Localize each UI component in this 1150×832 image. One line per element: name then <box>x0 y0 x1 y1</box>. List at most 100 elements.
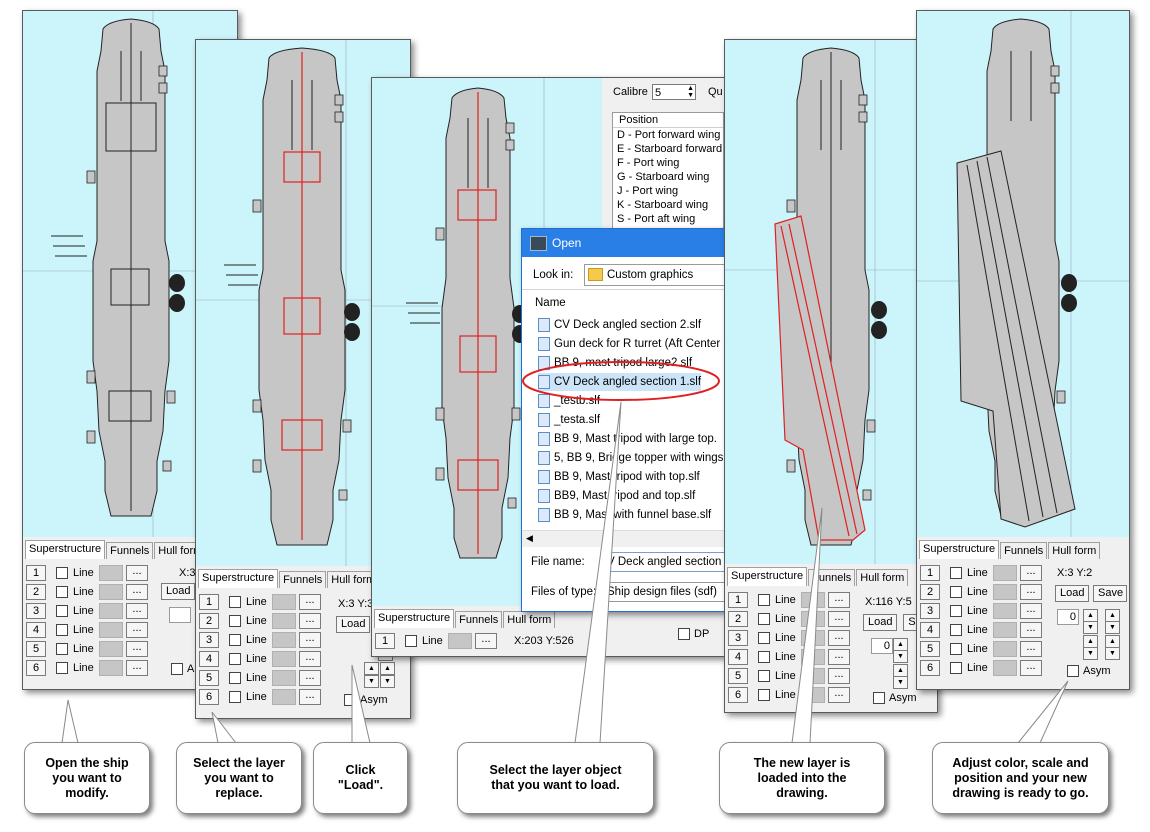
browse-button[interactable]: ... <box>1020 660 1042 676</box>
color-swatch[interactable] <box>993 622 1017 638</box>
color-swatch[interactable] <box>272 613 296 629</box>
file-list[interactable]: Name CV Deck angled section 2.slf Gun de… <box>522 289 724 550</box>
layer-button[interactable]: 5 <box>920 641 940 657</box>
browse-button[interactable]: ... <box>126 565 148 581</box>
line-checkbox[interactable] <box>758 594 770 606</box>
line-checkbox[interactable] <box>56 624 68 636</box>
line-checkbox[interactable] <box>229 691 241 703</box>
layer-button[interactable]: 6 <box>199 689 219 705</box>
tab-hull-form[interactable]: Hull form <box>856 569 909 586</box>
line-checkbox[interactable] <box>56 586 68 598</box>
layer-button[interactable]: 5 <box>728 668 748 684</box>
offset-field[interactable] <box>169 607 191 623</box>
position-list[interactable]: Position D - Port forward wing E - Starb… <box>612 112 724 232</box>
dp-checkbox[interactable] <box>678 628 690 641</box>
layer-button[interactable]: 4 <box>920 622 940 638</box>
file-item[interactable]: BB 9, Mast tripod with top.slf <box>538 468 700 486</box>
layer-button[interactable]: 1 <box>199 594 219 610</box>
dp-toggle[interactable]: DP <box>678 628 709 641</box>
line-checkbox[interactable] <box>950 643 962 655</box>
color-swatch[interactable] <box>99 584 123 600</box>
layer-button[interactable]: 3 <box>920 603 940 619</box>
line-checkbox[interactable] <box>229 672 241 684</box>
layer-button[interactable]: 3 <box>728 630 748 646</box>
browse-button[interactable]: ... <box>828 687 850 703</box>
spin-down-icon[interactable]: ▼ <box>893 676 908 689</box>
browse-button[interactable]: ... <box>1020 565 1042 581</box>
look-in-dropdown[interactable]: Custom graphics <box>584 264 724 286</box>
line-checkbox[interactable] <box>56 605 68 617</box>
file-item[interactable]: Gun deck for R turret (Aft Center <box>538 335 720 353</box>
tab-superstructure[interactable]: Superstructure <box>25 540 106 559</box>
tab-hull-form[interactable]: Hull form <box>154 542 207 559</box>
color-swatch[interactable] <box>99 565 123 581</box>
offset-field[interactable]: 0 <box>871 638 893 654</box>
asym-toggle[interactable]: Asym <box>1067 665 1111 678</box>
line-checkbox[interactable] <box>758 632 770 644</box>
line-checkbox[interactable] <box>758 689 770 701</box>
list-item[interactable]: D - Port forward wing <box>617 129 721 141</box>
browse-button[interactable]: ... <box>126 584 148 600</box>
color-swatch[interactable] <box>272 632 296 648</box>
file-item[interactable]: BB 9, Mast tripod with large top. <box>538 430 717 448</box>
color-swatch[interactable] <box>99 641 123 657</box>
line-checkbox[interactable] <box>758 651 770 663</box>
offset-field[interactable]: 0 <box>1057 609 1079 625</box>
file-item[interactable]: _testa.slf <box>538 411 600 429</box>
tab-funnels[interactable]: Funnels <box>106 542 154 559</box>
browse-button[interactable]: ... <box>1020 641 1042 657</box>
save-button[interactable]: Save <box>1093 585 1127 602</box>
calibre-field[interactable]: 5▲▼ <box>652 84 696 100</box>
spin-down-icon[interactable]: ▼ <box>364 675 379 688</box>
scroll-left-icon[interactable]: ◀ <box>526 533 533 543</box>
browse-button[interactable]: ... <box>828 649 850 665</box>
line-checkbox[interactable] <box>229 615 241 627</box>
browse-button[interactable]: ... <box>828 611 850 627</box>
file-item[interactable]: BB 9, Mast with funnel base.slf <box>538 506 711 524</box>
color-swatch[interactable] <box>993 603 1017 619</box>
browse-button[interactable]: ... <box>299 670 321 686</box>
line-checkbox[interactable] <box>950 662 962 674</box>
browse-button[interactable]: ... <box>1020 603 1042 619</box>
line-checkbox[interactable] <box>950 624 962 636</box>
browse-button[interactable]: ... <box>299 613 321 629</box>
line-checkbox[interactable] <box>950 605 962 617</box>
line-checkbox[interactable] <box>950 567 962 579</box>
color-swatch[interactable] <box>99 622 123 638</box>
spin-up-icon[interactable]: ▲ <box>380 662 395 675</box>
browse-button[interactable]: ... <box>299 689 321 705</box>
file-item[interactable]: CV Deck angled section 2.slf <box>538 316 701 334</box>
layer-button[interactable]: 6 <box>728 687 748 703</box>
line-checkbox[interactable] <box>758 670 770 682</box>
browse-button[interactable]: ... <box>828 668 850 684</box>
color-swatch[interactable] <box>993 660 1017 676</box>
tab-funnels[interactable]: Funnels <box>455 611 503 628</box>
browse-button[interactable]: ... <box>126 641 148 657</box>
browse-button[interactable]: ... <box>1020 584 1042 600</box>
line-checkbox[interactable] <box>758 613 770 625</box>
tab-hull-form[interactable]: Hull form <box>503 611 556 628</box>
line-checkbox[interactable] <box>56 567 68 579</box>
tab-funnels[interactable]: Funnels <box>279 571 327 588</box>
color-swatch[interactable] <box>993 565 1017 581</box>
spin-up-icon[interactable]: ▲ <box>364 662 379 675</box>
list-item[interactable]: F - Port wing <box>617 157 680 169</box>
ship-drawing-canvas[interactable] <box>917 11 1129 537</box>
layer-button[interactable]: 5 <box>199 670 219 686</box>
browse-button[interactable]: ... <box>299 632 321 648</box>
browse-button[interactable]: ... <box>126 622 148 638</box>
tab-hull-form[interactable]: Hull form <box>327 571 380 588</box>
spin-down-icon[interactable]: ▼ <box>1105 621 1120 634</box>
color-swatch[interactable] <box>272 670 296 686</box>
layer-button[interactable]: 6 <box>26 660 46 676</box>
spin-icon[interactable]: ▲▼ <box>687 85 694 99</box>
layer-button[interactable]: 3 <box>26 603 46 619</box>
color-swatch[interactable] <box>993 641 1017 657</box>
spin-down-icon[interactable]: ▼ <box>893 650 908 663</box>
layer-button[interactable]: 2 <box>920 584 940 600</box>
layer-button[interactable]: 1 <box>728 592 748 608</box>
browse-button[interactable]: ... <box>126 603 148 619</box>
list-item[interactable]: E - Starboard forward w <box>617 143 724 155</box>
layer-button[interactable]: 1 <box>26 565 46 581</box>
asym-toggle[interactable]: A <box>171 663 194 676</box>
